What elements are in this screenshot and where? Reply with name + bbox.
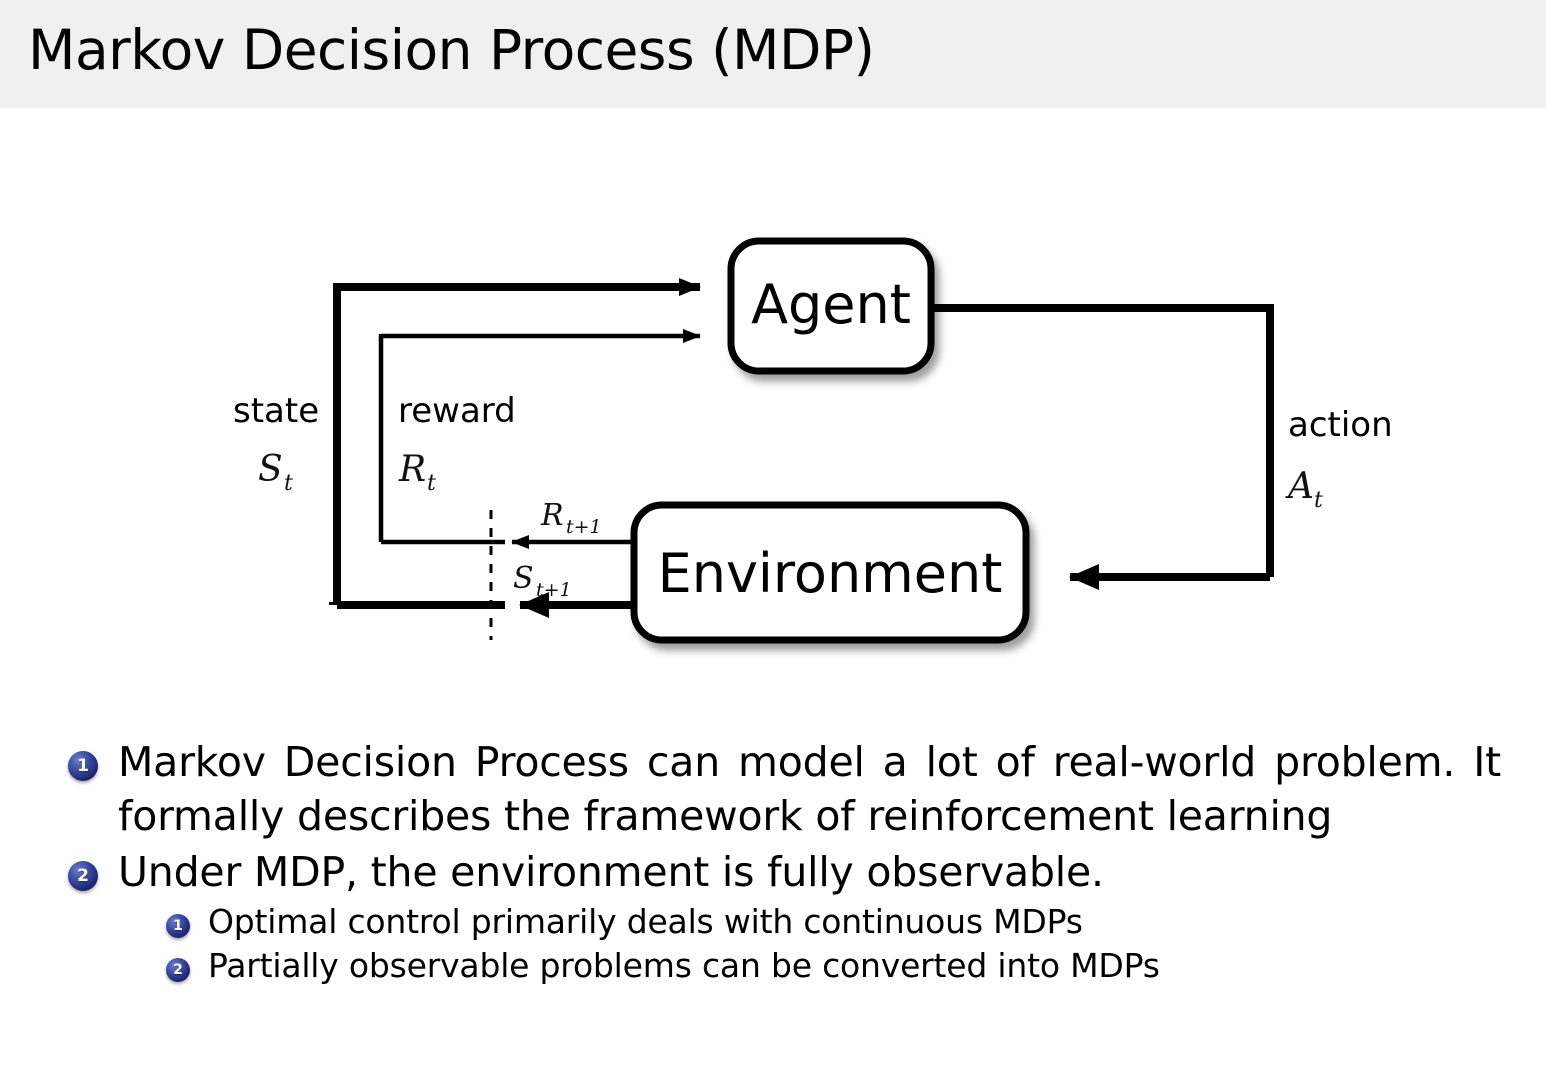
action-path [931, 304, 1274, 590]
bullet-text: Markov Decision Process can model a lot … [118, 738, 1501, 841]
sub-bullet-text: Optimal control primarily deals with con… [208, 902, 1083, 942]
next-state-symbol-label: S [513, 561, 534, 596]
page-title: Markov Decision Process (MDP) [28, 18, 875, 82]
next-state-subscript: t+1 [536, 579, 572, 601]
agent-box: Agent [727, 237, 935, 375]
bullet-number-badge: 2 [68, 861, 98, 892]
bullet-text: Under MDP, the environment is fully obse… [118, 848, 1104, 897]
reward-symbol-label: R [398, 449, 426, 490]
state-label-group: state S t [233, 391, 319, 496]
next-reward-symbol-label: R [540, 498, 564, 533]
bullet-list: 1 Markov Decision Process can model a lo… [0, 735, 1546, 1080]
list-item: 1 Markov Decision Process can model a lo… [68, 735, 1501, 843]
next-reward-subscript: t+1 [566, 516, 602, 538]
state-symbol-subscript: t [284, 471, 293, 496]
reward-feedback-path [378, 329, 701, 545]
sub-bullet-number-badge: 1 [166, 914, 190, 939]
agent-environment-diagram: Agent Environment state S t reward R t a… [0, 140, 1546, 700]
environment-box: Environment [630, 501, 1030, 644]
next-reward-label-group: R t+1 [540, 498, 602, 538]
reward-label-group: reward R t [398, 391, 516, 496]
state-word-label: state [233, 391, 319, 431]
sub-list-item: 2 Partially observable problems can be c… [166, 945, 1501, 988]
action-symbol-label: A [1285, 466, 1314, 507]
environment-to-agent-signals [511, 535, 640, 618]
slide-header-band: Markov Decision Process (MDP) [0, 0, 1546, 108]
list-item: 2 Under MDP, the environment is fully ob… [68, 845, 1501, 899]
next-state-label-group: S t+1 [513, 561, 572, 601]
agent-box-label: Agent [751, 273, 911, 336]
sub-bullet-number-badge: 2 [166, 958, 190, 983]
state-feedback-path [329, 278, 701, 609]
sub-list-item: 1 Optimal control primarily deals with c… [166, 901, 1501, 944]
diagram-canvas: Agent Environment state S t reward R t a… [233, 237, 1393, 644]
reward-word-label: reward [398, 391, 516, 431]
environment-box-label: Environment [658, 542, 1003, 605]
action-symbol-subscript: t [1314, 488, 1323, 513]
action-word-label: action [1288, 405, 1393, 445]
bullet-number-badge: 1 [68, 751, 98, 781]
action-label-group: action A t [1285, 405, 1393, 513]
reward-symbol-subscript: t [427, 471, 436, 496]
state-symbol-label: S [258, 449, 283, 490]
sub-bullet-text: Partially observable problems can be con… [208, 946, 1160, 986]
